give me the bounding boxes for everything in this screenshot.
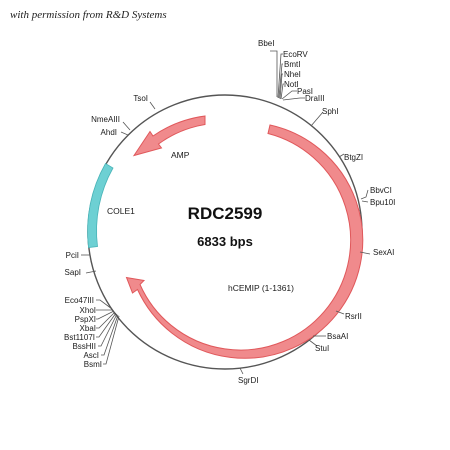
site-label-btgzi: BtgZI (344, 153, 363, 162)
site-tick-bst1107i (96, 312, 117, 338)
site-label-sexai: SexAI (373, 248, 394, 257)
site-label-stui: StuI (315, 344, 329, 353)
feature-amp-arrow (132, 115, 206, 157)
site-label-rsrii: RsrII (345, 312, 362, 321)
site-tick-noti (280, 83, 284, 100)
site-tick-asci (101, 314, 119, 356)
site-label-pspxi: PspXI (75, 315, 96, 324)
site-tick-draiii (282, 97, 305, 101)
site-label-bsaai: BsaAI (327, 332, 348, 341)
site-label-tsoi: TsoI (133, 94, 148, 103)
site-label-ecorv: EcoRV (283, 50, 308, 59)
site-tick-bsshii (98, 313, 118, 347)
feature-label-amp: AMP (171, 150, 190, 160)
plasmid-name: RDC2599 (188, 204, 263, 223)
site-label-sapi: SapI (65, 268, 81, 277)
site-label-bbei: BbeI (258, 39, 274, 48)
site-label-bbvci: BbvCI (370, 186, 392, 195)
site-label-draiii: DraIII (305, 94, 325, 103)
site-label-noti: NotI (284, 80, 299, 89)
site-label-bst1107i: Bst1107I (64, 333, 95, 342)
feature-cole1-arc (87, 162, 114, 248)
site-tick-bsmi (103, 315, 120, 365)
site-tick-bbvci (360, 189, 369, 200)
site-label-nmeaiii: NmeAIII (91, 115, 120, 124)
site-tick-rsrii (335, 310, 345, 315)
site-tick-bpu10i (361, 200, 369, 203)
site-label-xbai: XbaI (80, 324, 96, 333)
site-tick-sapi (85, 270, 97, 274)
site-tick-pasi (281, 90, 297, 100)
site-tick-eco47iii (96, 299, 113, 310)
plasmid-size: 6833 bps (197, 234, 253, 249)
site-tick-stui (308, 339, 318, 347)
site-tick-btgzi (338, 153, 345, 158)
site-label-bsmi: BsmI (84, 360, 102, 369)
site-tick-sphi (310, 111, 324, 127)
feature-hcemip-arrow (125, 124, 364, 359)
site-label-xhoi: XhoI (80, 306, 96, 315)
site-label-eco47iii: Eco47III (65, 296, 94, 305)
site-label-pasi: PasI (297, 87, 313, 96)
feature-label-hcemip: hCEMIP (1-1361) (228, 283, 294, 293)
site-tick-ahdi (120, 131, 129, 136)
site-label-bsshii: BssHII (72, 342, 96, 351)
site-tick-nmeaiii (122, 121, 131, 131)
site-tick-tsoi (149, 101, 156, 110)
credit-text: with permission from R&D Systems (10, 9, 167, 21)
site-label-nhei: NheI (284, 70, 301, 79)
site-tick-ecorv (277, 53, 283, 99)
site-label-pcii: PciI (66, 251, 79, 260)
site-tick-bmti (278, 63, 283, 99)
site-tick-xbai (96, 311, 116, 329)
site-label-ahdi: AhdI (101, 128, 117, 137)
site-label-sgrdi: SgrDI (238, 376, 258, 385)
site-tick-bbei (270, 50, 278, 97)
site-label-bmti: BmtI (284, 60, 300, 69)
site-label-asci: AscI (83, 351, 99, 360)
site-label-sphi: SphI (322, 107, 338, 116)
site-tick-nhei (279, 73, 283, 100)
site-tick-sexai (359, 251, 371, 255)
site-label-bpu10i: Bpu10I (370, 198, 395, 207)
site-tick-sgrdi (239, 367, 244, 375)
site-tick-pspxi (96, 310, 115, 320)
feature-label-cole1: COLE1 (107, 206, 135, 216)
